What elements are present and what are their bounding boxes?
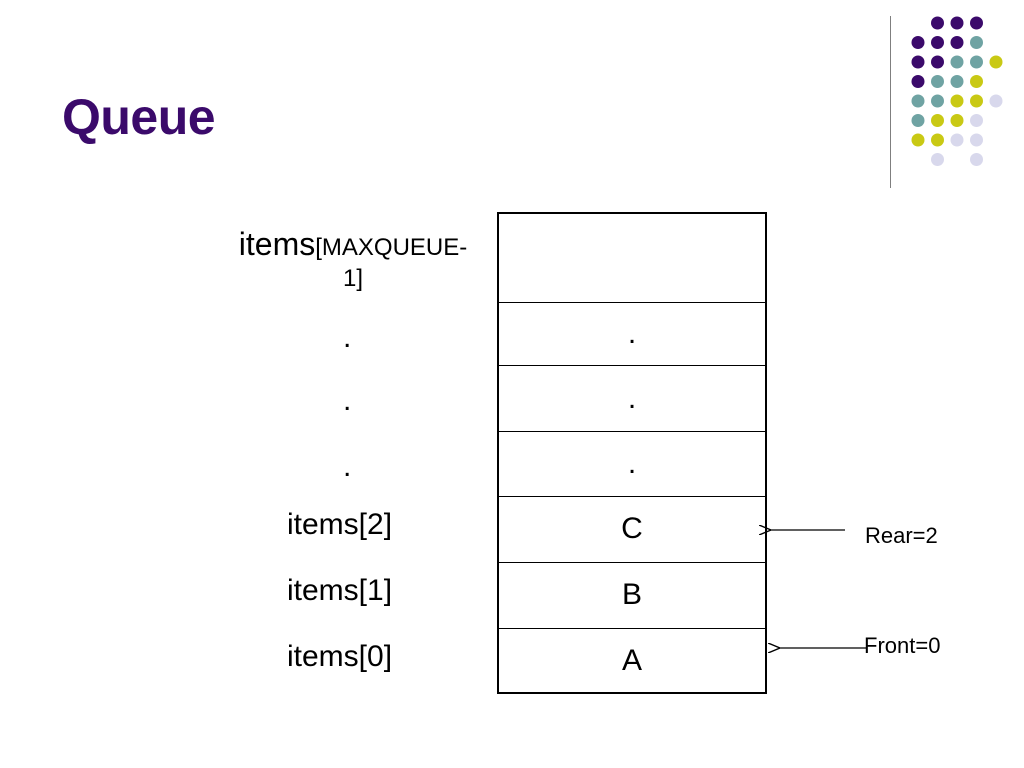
decorative-dot [911,94,925,108]
rear-pointer-label: Rear=2 [865,523,938,548]
queue-cell-ellipsis: . [627,317,637,350]
slide-title: Queue [62,89,216,145]
decorative-divider [890,16,891,188]
label-items-main: items [238,226,316,262]
row-label-items-1: items[1] [287,574,393,607]
decorative-dot [950,94,964,108]
queue-cell-a: A [621,643,642,677]
decorative-dot [950,75,964,88]
ellipsis-label: . [343,321,352,354]
decorative-dot [931,133,944,147]
cell-divider [499,496,765,497]
decorative-dot [911,75,925,88]
decorative-dot-grid [911,16,1003,166]
decorative-dot [931,16,944,30]
decorative-dot [911,55,925,69]
decorative-dot [989,94,1003,108]
cell-divider [499,302,765,303]
ellipsis-label: . [343,384,352,417]
label-items-sub-1: [MAXQUEUE- [315,234,468,261]
queue-array-box: . . . C B A [497,212,767,694]
row-label-items-0: items[0] [287,640,393,673]
decorative-dot [931,75,944,88]
decorative-dot [931,153,944,166]
queue-cell-ellipsis: . [627,381,637,415]
decorative-dot [931,94,944,108]
decorative-dot [970,55,983,69]
decorative-dot [931,36,944,49]
decorative-dot [911,36,925,49]
decorative-dot [950,55,964,69]
decorative-dot [970,114,983,127]
decorative-dot [911,133,925,147]
decorative-dot [911,114,925,127]
cell-divider [499,562,765,563]
decorative-dot [950,16,964,30]
label-items-sub-2: 1] [342,265,363,292]
label-items-maxqueue: items[MAXQUEUE- 1] [213,224,493,294]
cell-divider [499,431,765,432]
cell-divider [499,365,765,366]
queue-cell-b: B [621,578,642,611]
decorative-dot [970,94,983,108]
decorative-dot [970,16,983,30]
decorative-dot [950,114,964,127]
decorative-dot [970,75,983,88]
row-label-items-2: items[2] [287,508,393,541]
queue-cell-c: C [621,512,643,545]
decorative-dot [931,55,944,69]
decorative-dot [989,55,1003,69]
ellipsis-label: . [343,450,352,483]
queue-cell-ellipsis: . [627,447,637,480]
cell-divider [499,628,765,629]
decorative-dot [950,133,964,147]
decorative-dot [970,153,983,166]
front-pointer-label: Front=0 [864,633,941,658]
decorative-dot [931,114,944,127]
decorative-dot [970,36,983,49]
decorative-dot [950,36,964,49]
decorative-dot [970,133,983,147]
